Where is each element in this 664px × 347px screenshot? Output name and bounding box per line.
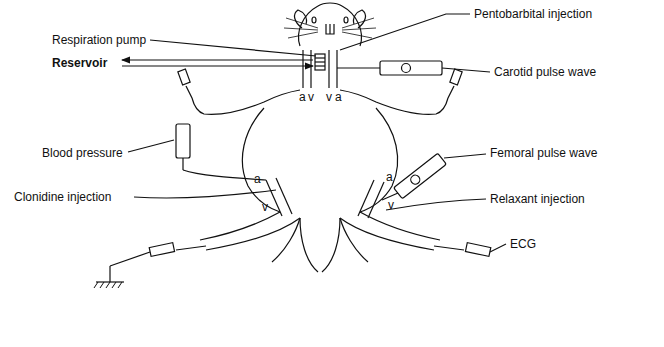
vessel-letter: a xyxy=(335,90,342,104)
label-text: Reservoir xyxy=(52,56,107,70)
vessel-letter: v xyxy=(308,90,314,104)
vessel-letter: a xyxy=(299,90,306,104)
label-text: Carotid pulse wave xyxy=(494,65,596,79)
vessel-letter: v xyxy=(388,198,394,212)
label-text: Clonidine injection xyxy=(14,190,111,204)
label-text: Blood pressure xyxy=(42,146,123,160)
label-text: Respiration pump xyxy=(52,33,146,47)
label-text: Femoral pulse wave xyxy=(490,146,597,160)
label-text: Relaxant injection xyxy=(490,192,585,206)
vessel-letter: a xyxy=(386,170,393,184)
label-text: ECG xyxy=(510,237,536,251)
vessel-letter: v xyxy=(262,200,268,214)
vessel-letter: v xyxy=(326,90,332,104)
label-text: Pentobarbital injection xyxy=(474,7,592,21)
vessel-letter: a xyxy=(254,172,261,186)
